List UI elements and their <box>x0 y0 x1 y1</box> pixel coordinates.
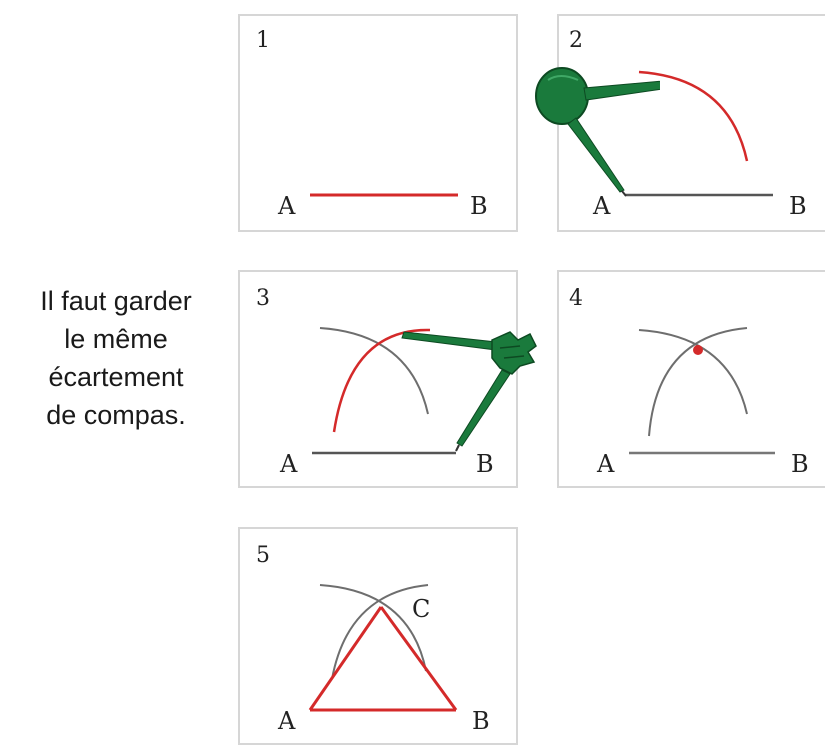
step-4-drawing <box>629 327 775 455</box>
step-number: 1 <box>256 28 270 53</box>
compass-icon <box>400 331 537 452</box>
note-line-3: écartement <box>48 362 184 392</box>
point-a-label: A <box>278 707 296 735</box>
compass-icon <box>535 67 660 197</box>
note-line-1: Il faut garder <box>40 286 192 316</box>
red-arc <box>638 70 749 162</box>
step-2-drawing <box>625 70 773 197</box>
point-b-label: B <box>791 450 809 478</box>
step-number: 4 <box>569 286 583 311</box>
step-panel-3: 3 A B <box>238 270 518 488</box>
arc-from-a <box>319 327 429 415</box>
point-c-label: C <box>412 595 431 623</box>
step-number: 2 <box>569 28 583 53</box>
point-b-label: B <box>789 192 807 220</box>
step-number: 5 <box>256 543 270 568</box>
arc-from-a <box>319 584 427 672</box>
step-panel-2: 2 A B <box>557 14 825 232</box>
step-panel-1: 1 A B <box>238 14 518 232</box>
side-ac <box>308 606 383 711</box>
point-b-label: B <box>476 450 494 478</box>
arc-from-b <box>648 327 748 437</box>
step-5-drawing <box>308 584 458 712</box>
note-line-4: de compas. <box>46 400 186 430</box>
red-arc-from-b <box>332 328 431 433</box>
point-a-label: A <box>593 192 611 220</box>
step-panel-4: 4 A B <box>557 270 825 488</box>
arc-from-b <box>331 584 429 680</box>
side-bc <box>379 606 458 711</box>
step-number: 3 <box>256 286 270 311</box>
point-a-label: A <box>597 450 615 478</box>
point-b-label: B <box>472 707 490 735</box>
instruction-note: Il faut garder le même écartement de com… <box>0 282 232 434</box>
point-a-label: A <box>278 192 296 220</box>
point-a-label: A <box>280 450 298 478</box>
note-line-2: le même <box>64 324 168 354</box>
step-3-drawing <box>312 327 456 455</box>
intersection-dot <box>693 345 703 355</box>
step-1-drawing <box>310 193 458 197</box>
arc-from-a <box>638 329 748 415</box>
step-panel-5: 5 A B C <box>238 527 518 745</box>
point-b-label: B <box>470 192 488 220</box>
